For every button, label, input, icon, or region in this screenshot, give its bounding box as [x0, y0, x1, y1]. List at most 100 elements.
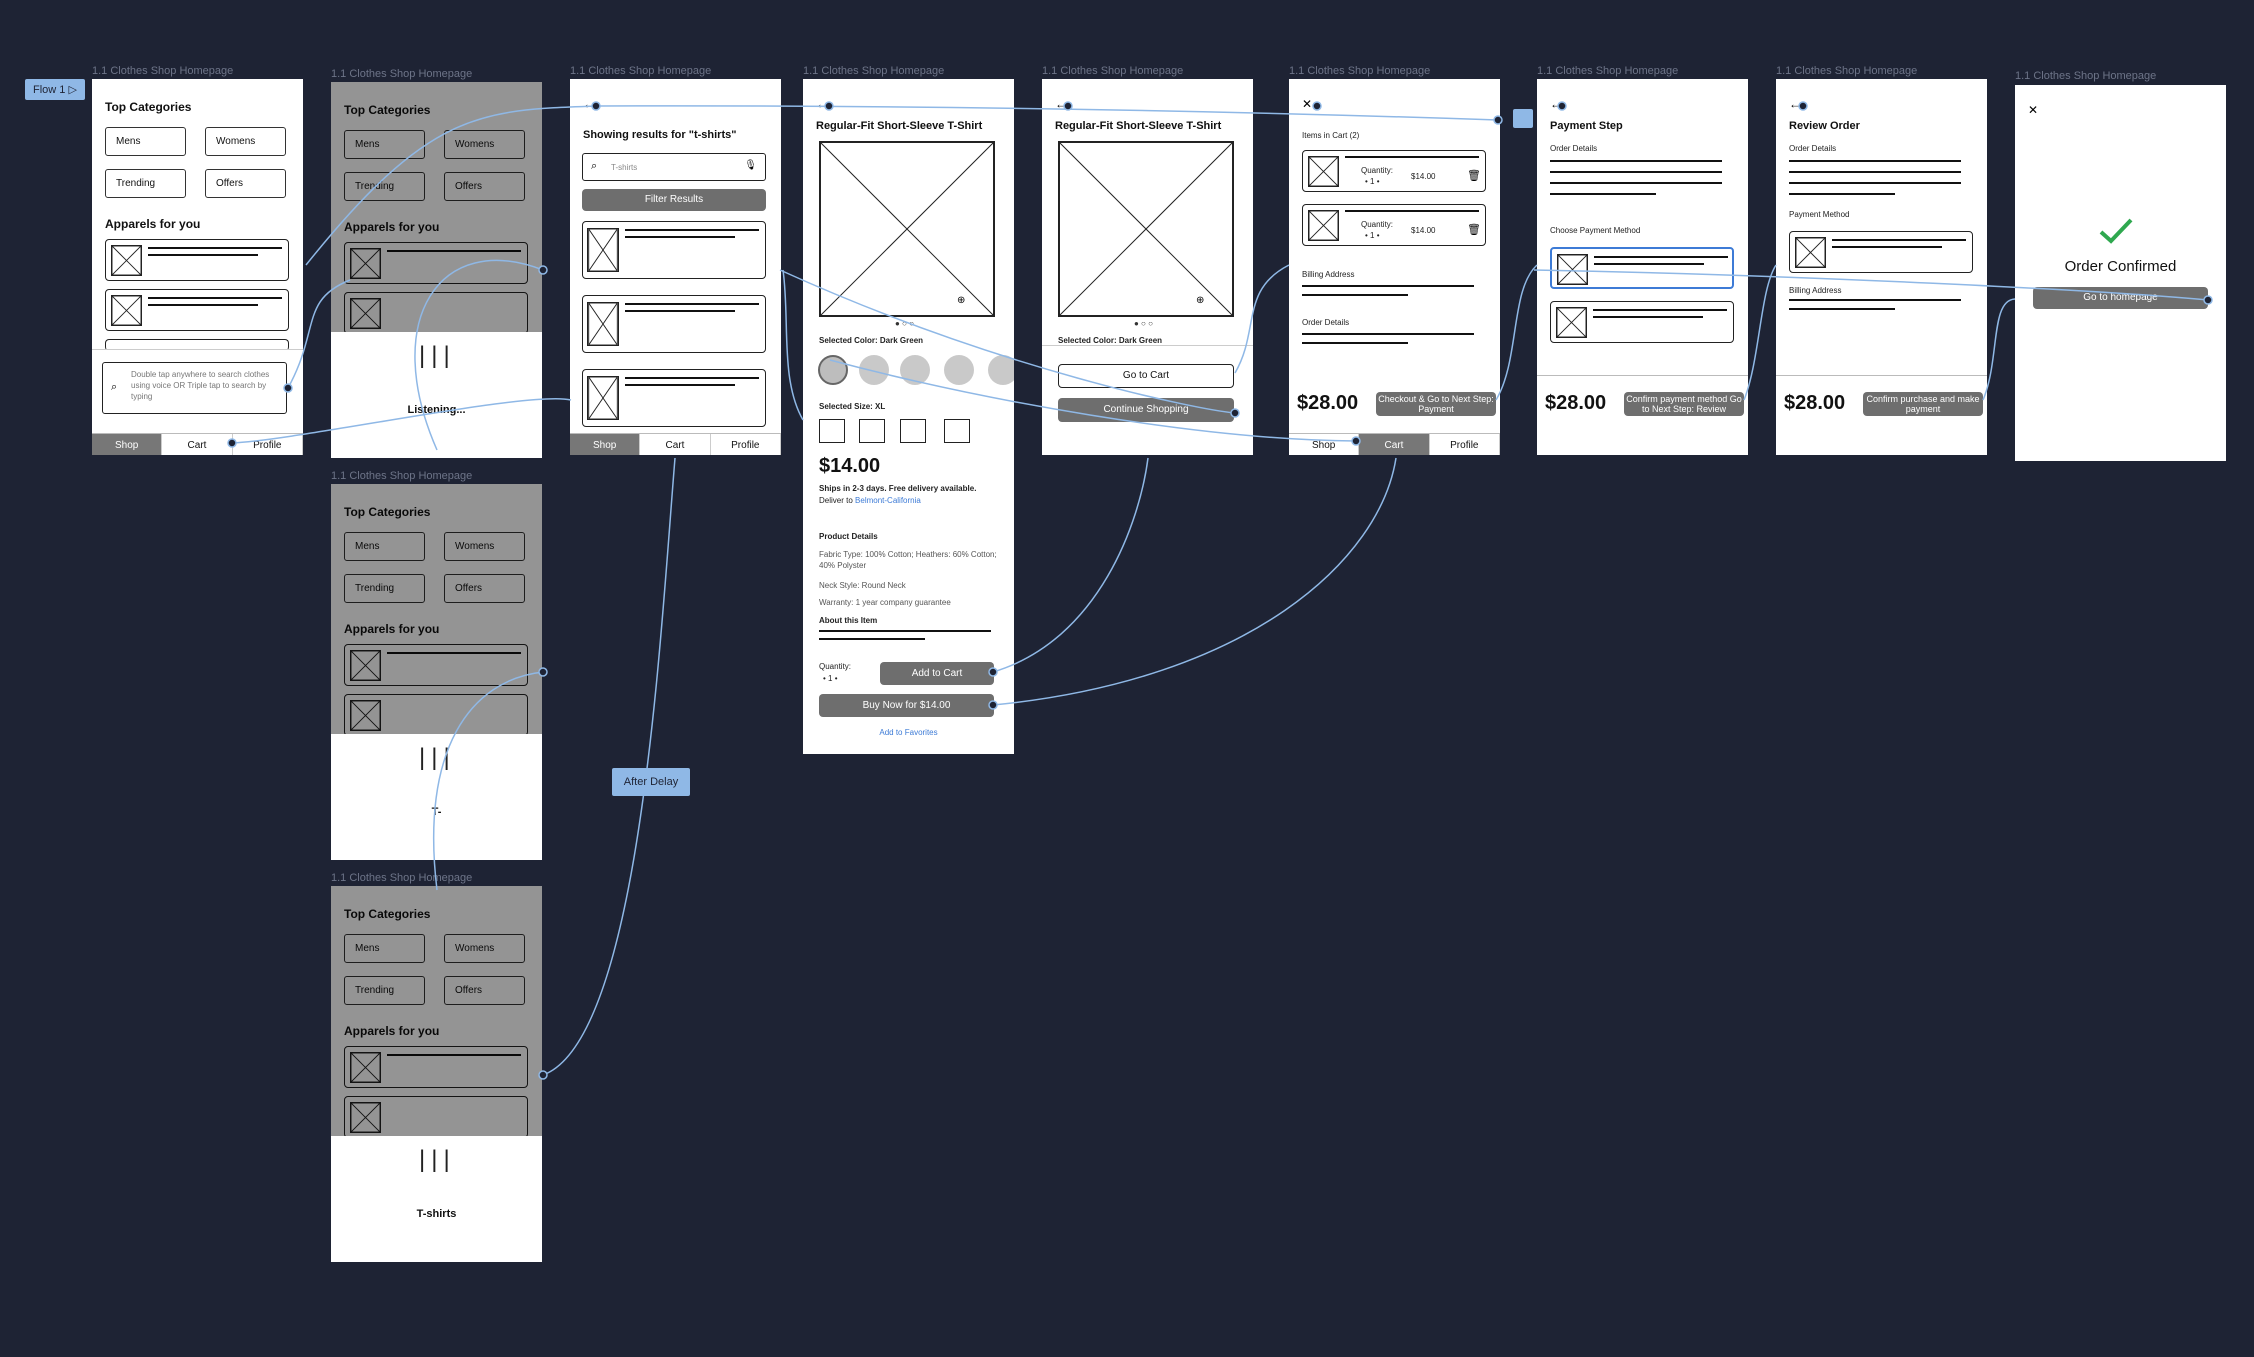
nav-shop[interactable]: Shop — [570, 434, 641, 455]
bottom-nav: Shop Cart Profile — [1289, 433, 1500, 455]
dim-overlay — [331, 484, 542, 734]
zoom-icon[interactable]: ⊕ — [1196, 295, 1205, 306]
category-mens[interactable]: Mens — [344, 532, 425, 561]
product-card[interactable] — [344, 694, 528, 736]
connection-node — [1230, 408, 1240, 418]
result-card[interactable] — [582, 221, 766, 279]
zoom-icon[interactable]: ⊕ — [957, 295, 966, 306]
color-swatch[interactable] — [818, 355, 848, 385]
product-card[interactable] — [344, 644, 528, 686]
connection-line — [992, 457, 1149, 673]
product-card[interactable] — [344, 1096, 528, 1138]
mic-icon[interactable]: 🎙 — [744, 160, 757, 171]
category-offers[interactable]: Offers — [444, 574, 525, 603]
payment-method-card[interactable] — [1550, 301, 1734, 343]
frame-label: 1.1 Clothes Shop Homepage — [331, 872, 473, 884]
go-to-homepage-button[interactable]: Go to homepage — [2033, 287, 2208, 309]
result-card[interactable] — [582, 369, 766, 427]
flow-start-tag[interactable]: Flow 1 ▷ — [25, 79, 85, 100]
payment-total: $28.00 — [1545, 392, 1607, 414]
selected-payment-card — [1789, 231, 1973, 273]
image-placeholder-icon — [1556, 307, 1587, 338]
category-trending[interactable]: Trending — [344, 574, 425, 603]
back-action-icon[interactable] — [1513, 109, 1533, 128]
cart-item[interactable]: Quantity: • 1 • $14.00 🗑 — [1302, 150, 1486, 192]
confirm-purchase-button[interactable]: Confirm purchase and make payment — [1863, 392, 1983, 416]
nav-cart[interactable]: Cart — [640, 434, 711, 455]
cart-total: $28.00 — [1297, 392, 1359, 414]
apparels-heading: Apparels for you — [344, 1024, 440, 1038]
color-swatch[interactable] — [944, 355, 974, 385]
order-details-heading: Order Details — [1550, 144, 1598, 153]
go-to-cart-button[interactable]: Go to Cart — [1058, 364, 1234, 388]
connection-node — [1351, 436, 1361, 446]
product-card[interactable] — [344, 242, 528, 284]
cart-frame: ✕ Items in Cart (2) Quantity: • 1 • $14.… — [1289, 79, 1500, 455]
cart-item[interactable]: Quantity: • 1 • $14.00 🗑 — [1302, 204, 1486, 246]
category-offers[interactable]: Offers — [444, 172, 525, 201]
size-option[interactable] — [819, 419, 845, 443]
filter-results-button[interactable]: Filter Results — [582, 189, 766, 211]
connection-node — [591, 101, 601, 111]
category-offers[interactable]: Offers — [205, 169, 286, 198]
add-to-cart-button[interactable]: Add to Cart — [880, 662, 994, 685]
category-mens[interactable]: Mens — [105, 127, 186, 156]
image-placeholder-icon — [1795, 237, 1826, 268]
nav-profile[interactable]: Profile — [233, 434, 303, 455]
product-card[interactable] — [344, 1046, 528, 1088]
category-womens[interactable]: Womens — [444, 130, 525, 159]
color-swatch[interactable] — [988, 355, 1014, 385]
product-card[interactable] — [344, 292, 528, 334]
connection-node — [1493, 115, 1503, 125]
result-card[interactable] — [582, 295, 766, 353]
trash-icon[interactable]: 🗑 — [1467, 224, 1481, 236]
nav-cart[interactable]: Cart — [1359, 434, 1430, 455]
nav-profile[interactable]: Profile — [1430, 434, 1500, 455]
category-womens[interactable]: Womens — [444, 934, 525, 963]
color-swatch[interactable] — [859, 355, 889, 385]
connection-line — [231, 397, 572, 444]
payment-method-card[interactable] — [1550, 247, 1734, 289]
size-option[interactable] — [900, 419, 926, 443]
category-womens[interactable]: Womens — [444, 532, 525, 561]
nav-shop[interactable]: Shop — [92, 434, 163, 455]
confirm-payment-button[interactable]: Confirm payment method Go to Next Step: … — [1624, 392, 1744, 416]
voice-search-box[interactable]: ⌕ Double tap anywhere to search clothes … — [102, 362, 287, 414]
location-link[interactable]: Belmont-California — [855, 496, 921, 505]
product-card[interactable] — [105, 289, 289, 331]
close-icon[interactable]: ✕ — [2028, 103, 2039, 117]
category-trending[interactable]: Trending — [105, 169, 186, 198]
connection-node — [227, 438, 237, 448]
close-icon[interactable]: ✕ — [1302, 97, 1313, 111]
add-to-favorites-link[interactable]: Add to Favorites — [879, 728, 938, 737]
buy-now-button[interactable]: Buy Now for $14.00 — [819, 694, 994, 717]
size-option[interactable] — [944, 419, 970, 443]
back-arrow-icon[interactable]: ← — [1789, 97, 1801, 111]
size-option[interactable] — [859, 419, 885, 443]
category-mens[interactable]: Mens — [344, 130, 425, 159]
quantity-stepper[interactable]: • 1 • — [823, 674, 838, 683]
trash-icon[interactable]: 🗑 — [1467, 170, 1481, 182]
checkout-button[interactable]: Checkout & Go to Next Step: Payment — [1376, 392, 1496, 416]
search-icon: ⌕ — [591, 160, 598, 172]
after-delay-note[interactable]: After Delay — [612, 768, 690, 796]
search-input[interactable]: ⌕ T-shirts 🎙 — [582, 153, 766, 181]
search-sheet[interactable]: ⌕ Double tap anywhere to search clothes … — [92, 349, 303, 436]
connection-line — [305, 105, 599, 266]
quantity-stepper[interactable]: • 1 • — [1365, 231, 1380, 240]
category-mens[interactable]: Mens — [344, 934, 425, 963]
color-swatch[interactable] — [900, 355, 930, 385]
continue-shopping-button[interactable]: Continue Shopping — [1058, 398, 1234, 422]
nav-profile[interactable]: Profile — [711, 434, 781, 455]
product-card[interactable] — [105, 339, 289, 351]
category-womens[interactable]: Womens — [205, 127, 286, 156]
category-trending[interactable]: Trending — [344, 976, 425, 1005]
results-heading: Showing results for "t-shirts" — [583, 129, 737, 141]
text-line — [819, 630, 991, 632]
product-title: Regular-Fit Short-Sleeve T-Shirt — [1055, 120, 1222, 132]
dim-overlay — [331, 82, 542, 332]
product-card[interactable] — [105, 239, 289, 281]
category-offers[interactable]: Offers — [444, 976, 525, 1005]
quantity-stepper[interactable]: • 1 • — [1365, 177, 1380, 186]
text-line — [625, 377, 759, 379]
